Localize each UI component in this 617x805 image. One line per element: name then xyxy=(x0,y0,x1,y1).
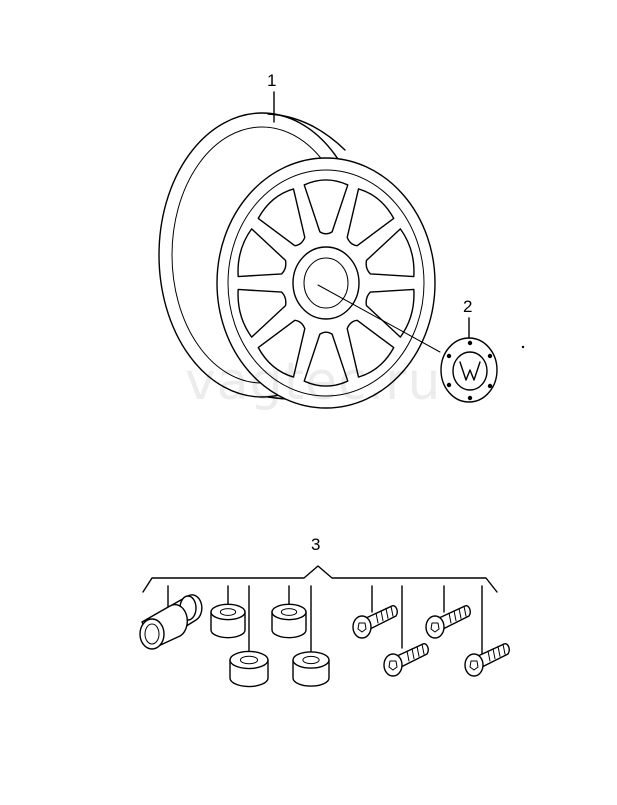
alloy-wheel xyxy=(158,112,441,409)
bolt-set-bracket xyxy=(142,565,498,593)
spoke-opening xyxy=(346,188,395,247)
vw-logo-icon xyxy=(459,361,481,381)
hub-cap-outer xyxy=(440,337,498,403)
spoke-opening xyxy=(365,228,415,278)
wheel-barrel-top xyxy=(267,113,346,151)
watermark-text: vagtec.ru xyxy=(185,352,442,412)
stray-dot xyxy=(521,345,525,349)
hub-cap-clip xyxy=(467,395,473,401)
hub-cap xyxy=(440,337,498,403)
hub-cap-clip xyxy=(446,382,452,388)
spoke-opening xyxy=(365,288,415,338)
callout-1-label: 1 xyxy=(267,71,277,90)
spoke-opening xyxy=(303,179,349,235)
wheel-spoke-openings xyxy=(237,179,415,387)
wheel-bolt xyxy=(383,643,429,677)
hub-cap-clip xyxy=(487,383,493,389)
spoke-opening xyxy=(346,319,395,378)
locking-bolt-adapter xyxy=(139,594,203,650)
wheel-front-rim-lip xyxy=(227,169,425,397)
hub-cap-clip xyxy=(487,353,493,359)
hub-cap-leader-line xyxy=(317,284,441,353)
spacer-ring xyxy=(292,651,330,687)
wheel-bolt xyxy=(352,605,398,639)
spoke-opening xyxy=(237,228,287,278)
spoke-opening xyxy=(257,188,306,247)
spoke-opening xyxy=(257,319,306,378)
wheel-hub xyxy=(292,246,360,320)
spoke-opening xyxy=(303,331,349,387)
bolt-set-leaders xyxy=(167,585,483,657)
wheel-bolt xyxy=(464,643,510,677)
spacer-ring xyxy=(271,603,307,639)
spacer-ring xyxy=(210,603,246,639)
wheel-bolts xyxy=(352,605,510,677)
callout-2-label: 2 xyxy=(463,297,473,316)
hub-cap-clip xyxy=(446,353,452,359)
spoke-opening xyxy=(237,288,287,338)
spacer-ring xyxy=(229,650,269,688)
wheel-center-bore xyxy=(303,257,349,309)
spacer-rings xyxy=(210,603,330,688)
hub-cap-clip xyxy=(467,340,473,346)
hub-cap-emblem-ring xyxy=(452,351,488,391)
callout-3-label: 3 xyxy=(311,535,321,554)
wheel-bolt xyxy=(425,605,471,639)
